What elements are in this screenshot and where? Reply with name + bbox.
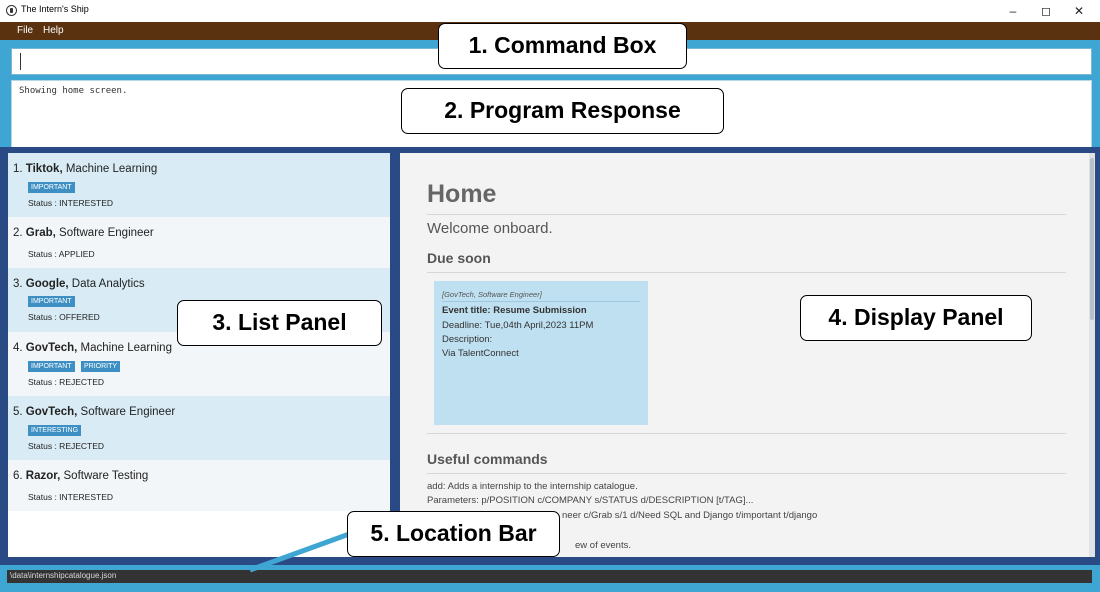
- display-title: Home: [427, 180, 497, 208]
- divider: [427, 214, 1066, 215]
- divider: [427, 433, 1066, 434]
- list-item-position: Software Engineer: [77, 406, 176, 418]
- list-item[interactable]: 2. Grab, Software Engineer Status : APPL…: [8, 217, 390, 268]
- display-panel[interactable]: Home Welcome onboard. Due soon [GovTech,…: [400, 153, 1091, 557]
- annotation-program-response: 2. Program Response: [401, 88, 724, 134]
- event-card[interactable]: [GovTech, Software Engineer] Event title…: [434, 281, 648, 425]
- list-panel[interactable]: 1. Tiktok, Machine Learning IMPORTANT St…: [8, 153, 390, 557]
- event-source: [GovTech, Software Engineer]: [442, 290, 542, 299]
- list-item-company: Tiktok,: [25, 163, 63, 175]
- list-item-status: Status : INTERESTED: [28, 198, 114, 208]
- command-help-line: add: Adds a internship to the internship…: [427, 481, 638, 492]
- divider: [427, 473, 1066, 474]
- event-title: Event title: Resume Submission: [442, 305, 587, 316]
- list-item[interactable]: 5. GovTech, Software Engineer INTERESTIN…: [8, 396, 390, 460]
- list-item-title: 3. Google, Data Analytics: [13, 278, 145, 290]
- tag-badge: INTERESTING: [28, 425, 82, 436]
- annotation-command-box: 1. Command Box: [438, 23, 687, 69]
- list-item-status: Status : APPLIED: [28, 249, 95, 259]
- tag-badge: IMPORTANT: [28, 182, 75, 193]
- menu-help[interactable]: Help: [43, 25, 64, 36]
- list-item-index: 1.: [13, 163, 23, 175]
- tag-badge: PRIORITY: [81, 361, 121, 372]
- list-item-position: Software Engineer: [55, 227, 154, 239]
- list-item-index: 4.: [13, 342, 23, 354]
- list-item-status: Status : REJECTED: [28, 377, 105, 387]
- text-caret: [20, 53, 21, 70]
- list-item-position: Data Analytics: [68, 278, 145, 290]
- divider: [442, 301, 640, 302]
- tag-badge: IMPORTANT: [28, 361, 75, 372]
- event-description-label: Description:: [442, 334, 493, 345]
- list-item-title: 5. GovTech, Software Engineer: [13, 406, 175, 418]
- list-item-position: Machine Learning: [62, 163, 158, 175]
- event-title-value: Resume Submission: [490, 305, 587, 316]
- maximize-button[interactable]: ◻: [1041, 4, 1051, 18]
- annotation-display-panel: 4. Display Panel: [800, 295, 1032, 341]
- minimize-button[interactable]: –: [1009, 4, 1017, 18]
- list-item-company: GovTech,: [25, 406, 78, 418]
- location-path: \data\internshipcatalogue.json: [10, 571, 117, 580]
- list-item-title: 6. Razor, Software Testing: [13, 470, 148, 482]
- annotation-location-bar: 5. Location Bar: [347, 511, 560, 557]
- list-item-index: 3.: [13, 278, 23, 290]
- list-item-company: Razor,: [25, 470, 61, 482]
- tag-badge: IMPORTANT: [28, 296, 75, 307]
- due-soon-heading: Due soon: [427, 250, 491, 266]
- list-item-title: 2. Grab, Software Engineer: [13, 227, 154, 239]
- app-icon: [6, 5, 17, 16]
- list-item-company: Grab,: [25, 227, 56, 239]
- list-item-position: Software Testing: [60, 470, 149, 482]
- event-title-label: Event title:: [442, 305, 491, 316]
- event-deadline: Deadline: Tue,04th April,2023 11PM: [442, 320, 594, 331]
- list-item-status: Status : INTERESTED: [28, 492, 114, 502]
- list-item-index: 2.: [13, 227, 23, 239]
- menu-file[interactable]: File: [17, 25, 34, 36]
- command-help-line: neer c/Grab s/1 d/Need SQL and Django t/…: [562, 510, 818, 521]
- command-help-line: Parameters: p/POSITION c/COMPANY s/STATU…: [427, 495, 754, 506]
- useful-commands-heading: Useful commands: [427, 451, 548, 467]
- welcome-text: Welcome onboard.: [427, 220, 553, 237]
- list-item-status: Status : REJECTED: [28, 441, 105, 451]
- display-scrollbar[interactable]: [1089, 153, 1095, 557]
- divider: [427, 272, 1066, 273]
- response-text: Showing home screen.: [19, 86, 128, 96]
- event-description: Via TalentConnect: [442, 348, 519, 359]
- list-item-status: Status : OFFERED: [28, 312, 100, 322]
- command-help-line: ew of events.: [575, 540, 631, 551]
- close-button[interactable]: ✕: [1073, 4, 1085, 18]
- display-scrollbar-thumb[interactable]: [1090, 158, 1094, 320]
- annotation-list-panel: 3. List Panel: [177, 300, 382, 346]
- window-title: The Intern's Ship: [21, 4, 89, 14]
- list-item[interactable]: 6. Razor, Software Testing Status : INTE…: [8, 460, 390, 511]
- title-bar: The Intern's Ship – ◻ ✕: [0, 0, 1100, 22]
- list-item-index: 5.: [13, 406, 23, 418]
- list-item-company: GovTech,: [25, 342, 78, 354]
- list-item[interactable]: 1. Tiktok, Machine Learning IMPORTANT St…: [8, 153, 390, 217]
- list-item-title: 1. Tiktok, Machine Learning: [13, 163, 157, 175]
- location-bar: \data\internshipcatalogue.json: [7, 570, 1092, 583]
- list-item-title: 4. GovTech, Machine Learning: [13, 342, 172, 354]
- list-item-index: 6.: [13, 470, 23, 482]
- list-item-company: Google,: [25, 278, 69, 290]
- list-item-position: Machine Learning: [77, 342, 172, 354]
